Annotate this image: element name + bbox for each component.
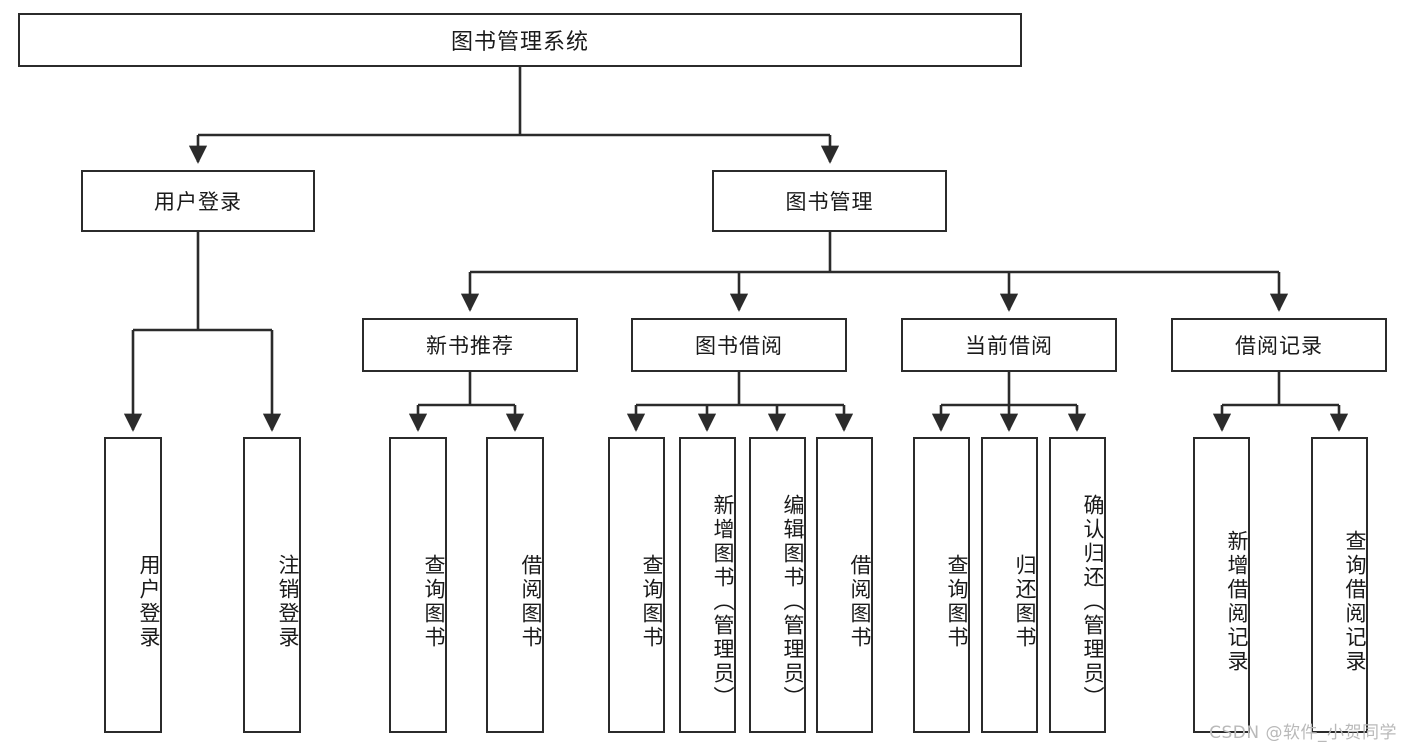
node-label: 归还图书 [1013,554,1037,650]
node-user-login[interactable]: 用户登录 [81,170,315,232]
leaf-recommend-query-book[interactable]: 查询图书 [389,437,447,733]
node-label: 确认归还（管理员） [1081,494,1105,710]
node-root-system[interactable]: 图书管理系统 [18,13,1022,67]
leaf-records-query-record[interactable]: 查询借阅记录 [1311,437,1368,733]
node-label: 查询图书 [422,554,446,650]
leaf-recommend-borrow-book[interactable]: 借阅图书 [486,437,544,733]
leaf-user-login-signin[interactable]: 用户登录 [104,437,162,733]
csdn-watermark: CSDN @软件_小贺同学 [1209,723,1397,743]
node-label: 新增借阅记录 [1225,530,1249,674]
node-label: 查询借阅记录 [1343,530,1367,674]
node-label: 借阅图书 [519,554,543,650]
leaf-borrow-query-book[interactable]: 查询图书 [608,437,665,733]
node-label: 图书借阅 [695,334,783,358]
leaf-current-query-book[interactable]: 查询图书 [913,437,970,733]
node-label: 当前借阅 [965,334,1053,358]
node-label: 借阅图书 [848,554,872,650]
leaf-records-add-record[interactable]: 新增借阅记录 [1193,437,1250,733]
leaf-borrow-edit-book-admin[interactable]: 编辑图书（管理员） [749,437,806,733]
node-book-management[interactable]: 图书管理 [712,170,947,232]
node-label: 编辑图书（管理员） [781,494,805,710]
node-new-book-recommend[interactable]: 新书推荐 [362,318,578,372]
node-label: 借阅记录 [1235,334,1323,358]
node-label: 用户登录 [154,190,242,214]
node-label: 图书管理 [785,190,874,214]
leaf-current-return-book[interactable]: 归还图书 [981,437,1038,733]
node-label: 新增图书（管理员） [711,494,735,710]
node-label: 图书管理系统 [450,30,589,55]
leaf-current-confirm-return-admin[interactable]: 确认归还（管理员） [1049,437,1106,733]
node-label: 注销登录 [276,554,300,650]
leaf-borrow-borrow-book[interactable]: 借阅图书 [816,437,873,733]
node-label: 查询图书 [640,554,664,650]
leaf-borrow-add-book-admin[interactable]: 新增图书（管理员） [679,437,736,733]
node-current-borrow[interactable]: 当前借阅 [901,318,1117,372]
leaf-user-login-signout[interactable]: 注销登录 [243,437,301,733]
node-label: 查询图书 [945,554,969,650]
node-borrow-records[interactable]: 借阅记录 [1171,318,1387,372]
node-book-borrow[interactable]: 图书借阅 [631,318,847,372]
node-label: 新书推荐 [426,334,514,358]
node-label: 用户登录 [137,554,161,650]
